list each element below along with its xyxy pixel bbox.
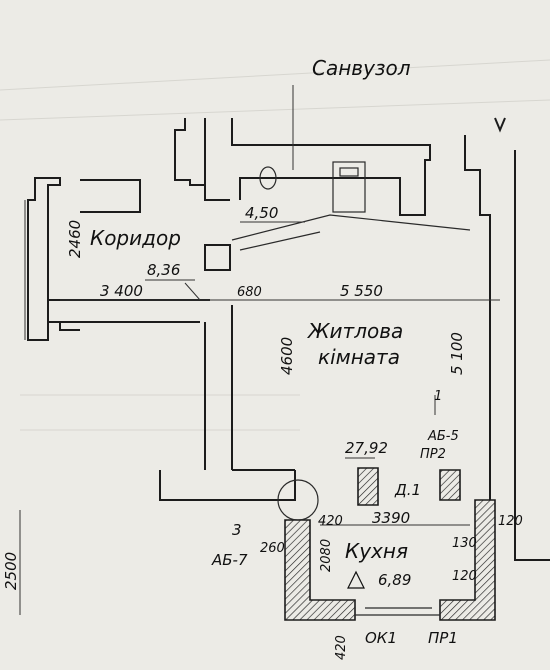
dim-420-bottom: 420 — [334, 635, 349, 660]
mark-1: 1 — [434, 389, 442, 404]
koridor-area: 8,36 — [147, 261, 180, 279]
dim-4600: 4600 — [278, 337, 296, 375]
dim-2460: 2460 — [66, 220, 84, 258]
dim-420-top: 420 — [318, 514, 343, 529]
koridor-label: Коридор — [90, 226, 181, 250]
dim-5100: 5 100 — [448, 332, 466, 375]
dimension-lines — [19, 85, 500, 615]
mark-3: 3 — [232, 521, 242, 539]
dim-3390: 3390 — [372, 509, 410, 527]
paper-ruling — [0, 59, 550, 431]
mark-pr2: ПР2 — [420, 447, 446, 462]
mark-ab7: АБ-7 — [211, 551, 248, 569]
dim-120: 120 — [498, 514, 523, 529]
dim-3400: 3 400 — [100, 282, 143, 300]
mark-pr1: ПР1 — [428, 629, 458, 647]
sanvuzol-label: Санвузол — [312, 56, 411, 80]
mark-d1: Д.1 — [394, 481, 421, 499]
kimnata-label: кімната — [318, 345, 400, 369]
dim-2080: 2080 — [319, 539, 334, 572]
dim-5550: 5 550 — [340, 282, 383, 300]
dim-2500: 2500 — [2, 552, 20, 590]
zhytlova-area: 27,92 — [345, 439, 388, 457]
dim-130: 130 — [452, 536, 477, 551]
dim-120-b: 120 — [452, 569, 477, 584]
walls — [27, 117, 550, 621]
triangle-mark-icon — [347, 570, 365, 589]
dim-260: 260 — [260, 541, 285, 556]
mark-ok1: ОК1 — [365, 629, 397, 647]
dim-680: 680 — [237, 285, 262, 300]
sanvuzol-area: 4,50 — [245, 204, 278, 222]
kukhnia-area: 6,89 — [378, 571, 411, 589]
kukhnia-label: Кухня — [345, 539, 408, 563]
zhytlova-label: Житлова — [306, 319, 403, 343]
mark-ab5: АБ-5 — [427, 429, 459, 444]
